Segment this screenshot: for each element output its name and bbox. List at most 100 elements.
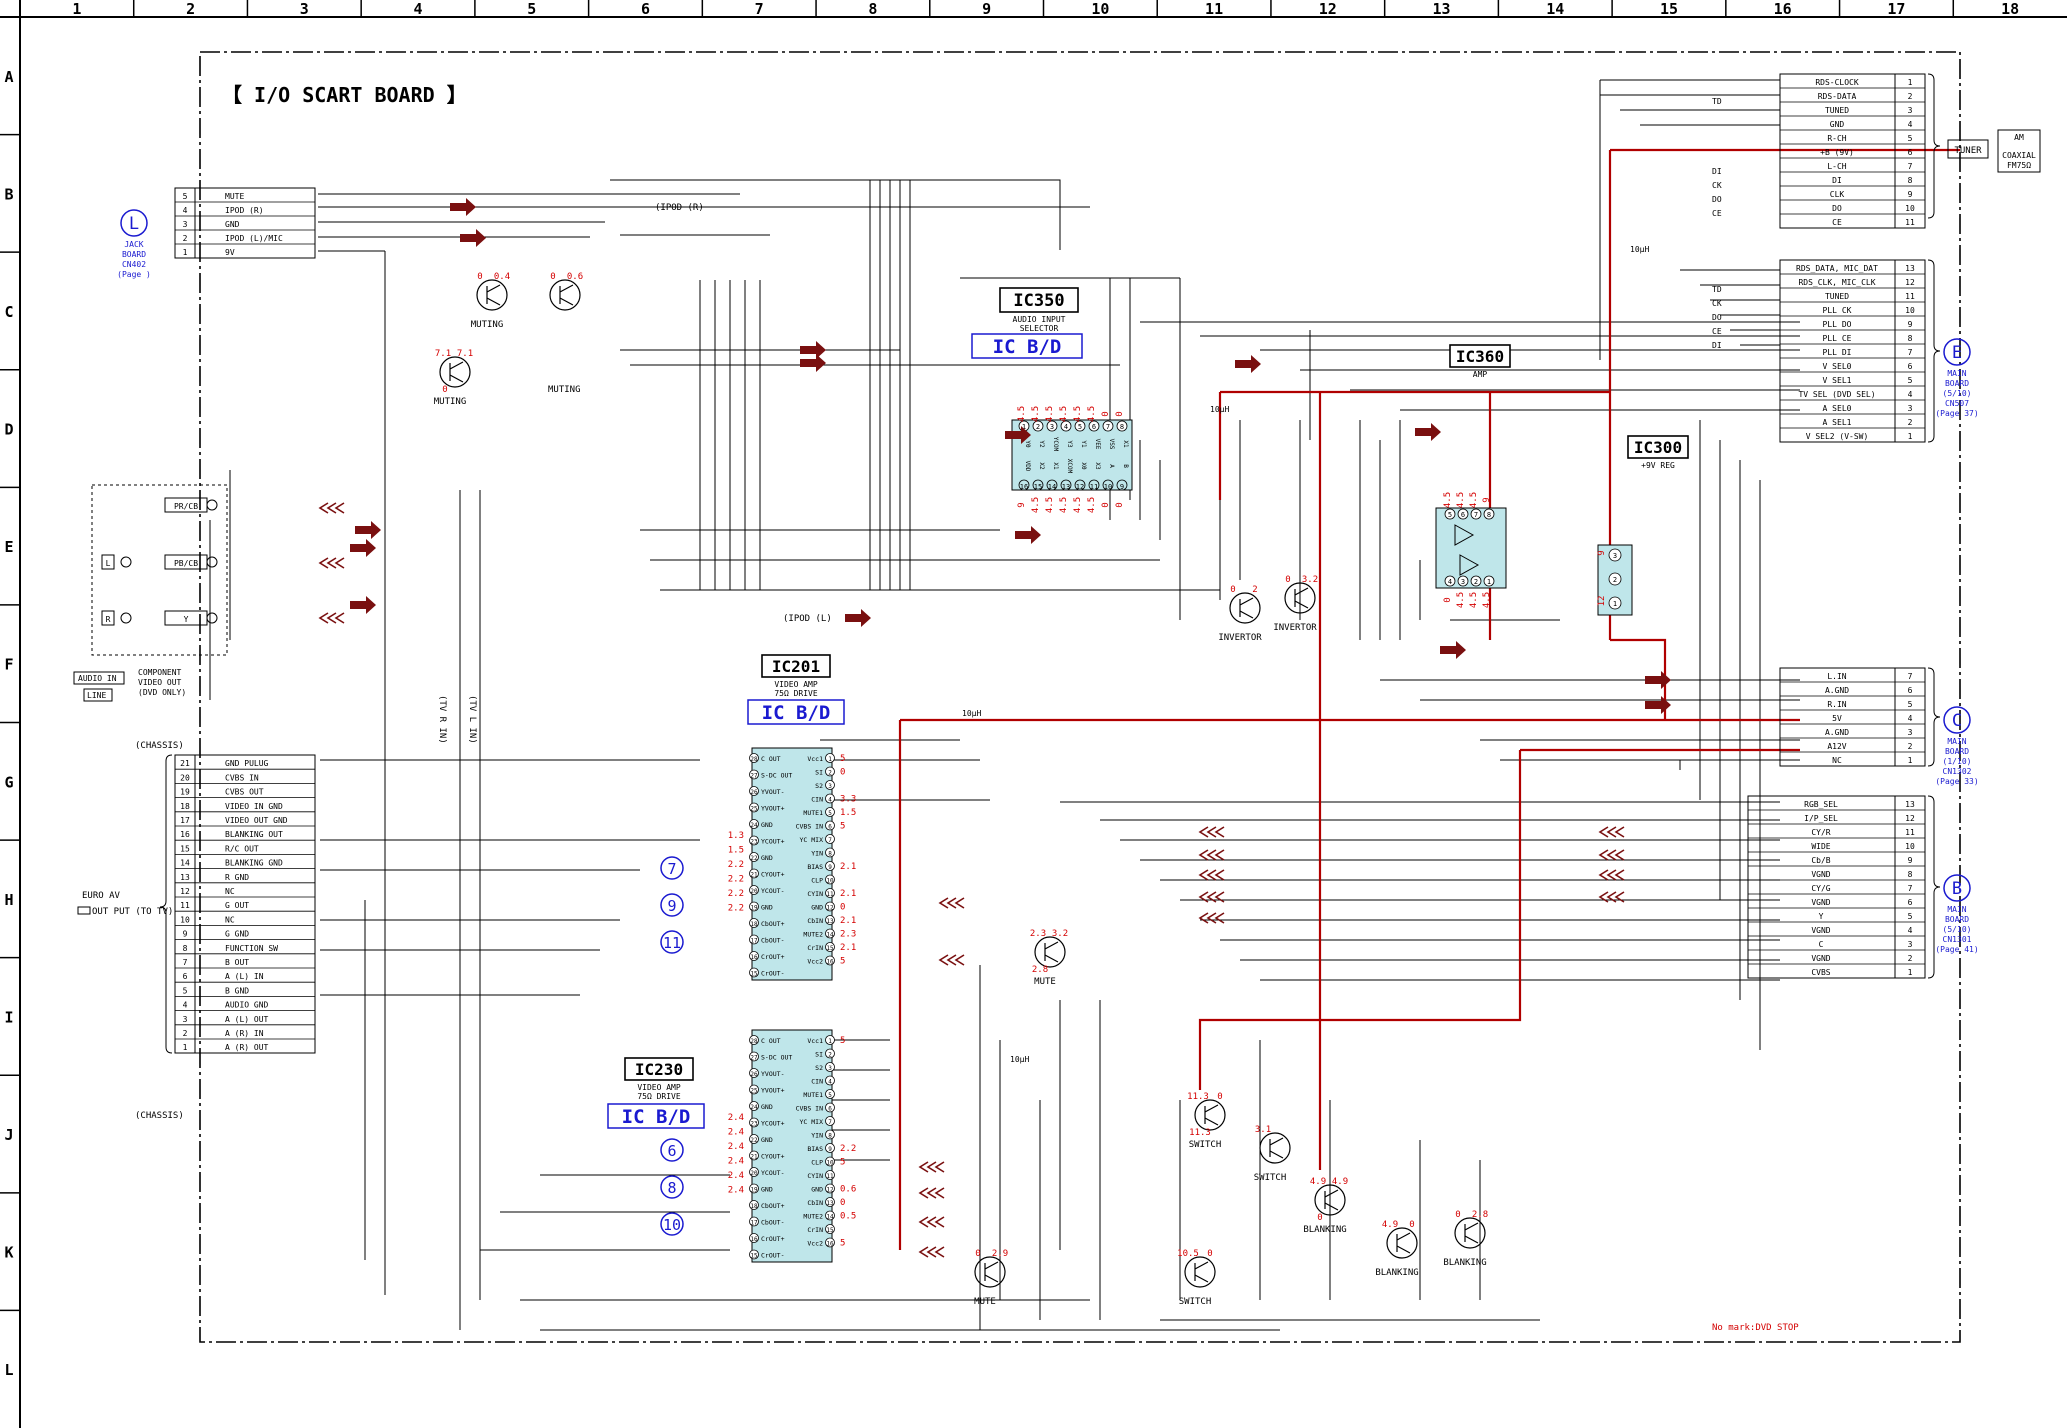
ic-right-pin-name: YIN	[811, 1132, 823, 1140]
ic350-voltage: 4.5	[1059, 406, 1069, 422]
ic201-name: IC201	[772, 657, 820, 676]
ic-left-pin-name: CbOUT+	[761, 920, 785, 928]
ic-left-pin: 19	[750, 905, 758, 912]
coil-label-1: 10μH	[1210, 405, 1229, 414]
transistor-voltage: 3.2	[1052, 929, 1068, 939]
ic360-voltage-bottom: 4.5	[1469, 592, 1479, 608]
board-ref-line: (Page 33)	[1935, 777, 1978, 786]
component-jack-label: PB/CB	[174, 559, 198, 568]
signal-arrows	[318, 198, 1671, 1258]
ic-right-pin-name: CbIN	[807, 917, 823, 925]
ic-left-pin: 28	[750, 1038, 758, 1045]
row-label: I	[4, 1008, 13, 1026]
ic-right-pin: 3	[828, 1065, 832, 1072]
ic-left-pin: 16	[750, 1236, 758, 1243]
ic-left-voltage: 2.4	[728, 1157, 744, 1167]
connector-pin-label: TV SEL (DVD SEL)	[1798, 390, 1875, 399]
ic-right-pin: 6	[828, 1106, 832, 1113]
ic350-pin: 1	[1022, 423, 1026, 431]
ic-left-pin-name: CYOUT+	[761, 1153, 785, 1161]
ic300-name: IC300	[1634, 438, 1682, 457]
ic-left-pin-name: CrOUT-	[761, 1252, 784, 1260]
chevron-arrow	[1598, 869, 1625, 881]
ic-right-voltage: 0	[840, 1198, 845, 1208]
connector-pin-label: R-CH	[1827, 134, 1846, 143]
column-label: 8	[868, 0, 877, 18]
transistor-voltage: 0	[1409, 1220, 1414, 1230]
connector-pin-number: 14	[180, 859, 190, 868]
ic360-desc: AMP	[1473, 370, 1488, 379]
connector-pin-number: 10	[1905, 306, 1915, 315]
ic-left-voltage: 2.4	[728, 1186, 744, 1196]
connector-pin-label: A SEL0	[1823, 404, 1852, 413]
row-label: F	[4, 656, 13, 674]
ic360-voltage: 4.5	[1443, 492, 1453, 508]
connector-pin-number: 3	[1908, 106, 1913, 115]
connector-pin-label: A (R) IN	[225, 1029, 264, 1038]
ic350-pin-name-bottom: A	[1108, 464, 1115, 468]
connector-pin-number: 13	[1905, 264, 1915, 273]
transistor-voltage: 2.9	[992, 1249, 1008, 1259]
chevron-arrow	[1598, 891, 1625, 903]
ic-ref-number: 9	[667, 897, 676, 915]
transistor-body	[1229, 592, 1261, 624]
ic350-pin: 3	[1050, 423, 1054, 431]
connector-pin-number: 6	[1908, 898, 1913, 907]
transistor-label: INVERTOR	[1273, 623, 1317, 633]
connector-pin-label: B GND	[225, 986, 249, 995]
ic-right-pin: 2	[828, 770, 832, 777]
ic-left-pin: 21	[750, 872, 758, 879]
column-label: 2	[186, 0, 195, 18]
chevron-arrow	[938, 897, 965, 909]
board-ref-line: CN1302	[1943, 767, 1972, 776]
transistor-voltage: 0	[1217, 1092, 1222, 1102]
connector-pin-number: 3	[1908, 728, 1913, 737]
signal-arrow	[1005, 426, 1031, 444]
connector-pin-label: AUDIO GND	[225, 1001, 269, 1010]
connector-pin-label: V SEL2 (V-SW)	[1806, 432, 1869, 441]
ic-right-pin-name: CLP	[811, 1159, 823, 1167]
ic-left-pin: 15	[750, 971, 758, 978]
connector-pin-number: 5	[1908, 700, 1913, 709]
chevron-arrow	[1198, 912, 1225, 924]
ic-left-pin: 17	[750, 1220, 758, 1227]
transistor-body	[1314, 1184, 1346, 1216]
ic-right-pin: 5	[828, 810, 832, 817]
ic360-voltage-bottom: 4.5	[1482, 592, 1492, 608]
ic-right-pin-name: SI	[815, 769, 823, 777]
connector-pin-number: 17	[180, 816, 190, 825]
ic-right-pin: 5	[828, 1092, 832, 1099]
connector-pin-label: VGND	[1811, 954, 1830, 963]
transistor-voltage: 3.2	[1302, 575, 1318, 585]
board-ref-line: (1/10)	[1943, 757, 1972, 766]
transistor-voltage: 0	[1285, 575, 1290, 585]
ic-left-pin: 18	[750, 1203, 758, 1210]
ic-left-pin: 28	[750, 756, 758, 763]
connector-pin-label: A (L) OUT	[225, 1015, 269, 1024]
ic-right-pin: 13	[826, 1200, 834, 1207]
ic-left-pin: 22	[750, 855, 758, 862]
ic-right-pin: 16	[826, 1241, 834, 1248]
ic230-badge: IC B/D	[622, 1106, 691, 1128]
ic-right-voltage: 0.6	[840, 1185, 856, 1195]
row-label: L	[4, 1361, 13, 1379]
chassis-top-label: (CHASSIS)	[135, 741, 184, 751]
connector-pin-label: GND	[1830, 120, 1845, 129]
connector-pin-number: 3	[1908, 940, 1913, 949]
transistor-voltage: 2.8	[1032, 965, 1048, 975]
connector-pin-label: TUNED	[1825, 106, 1849, 115]
connector-pin-number: 5	[1908, 376, 1913, 385]
ic-right-pin: 6	[828, 824, 832, 831]
signal-arrow	[800, 341, 826, 359]
connector-pin-number: 5	[183, 986, 188, 995]
ic350-pin: 7	[1106, 423, 1110, 431]
ic-right-voltage: 0.5	[840, 1212, 856, 1222]
connector-pin-number: 20	[180, 773, 190, 782]
board-ref-line: BOARD	[122, 250, 146, 259]
transistor-voltage: 10.5	[1177, 1249, 1199, 1259]
transistor-body	[1184, 1256, 1216, 1288]
ic-right-pin-name: GND	[811, 904, 823, 912]
